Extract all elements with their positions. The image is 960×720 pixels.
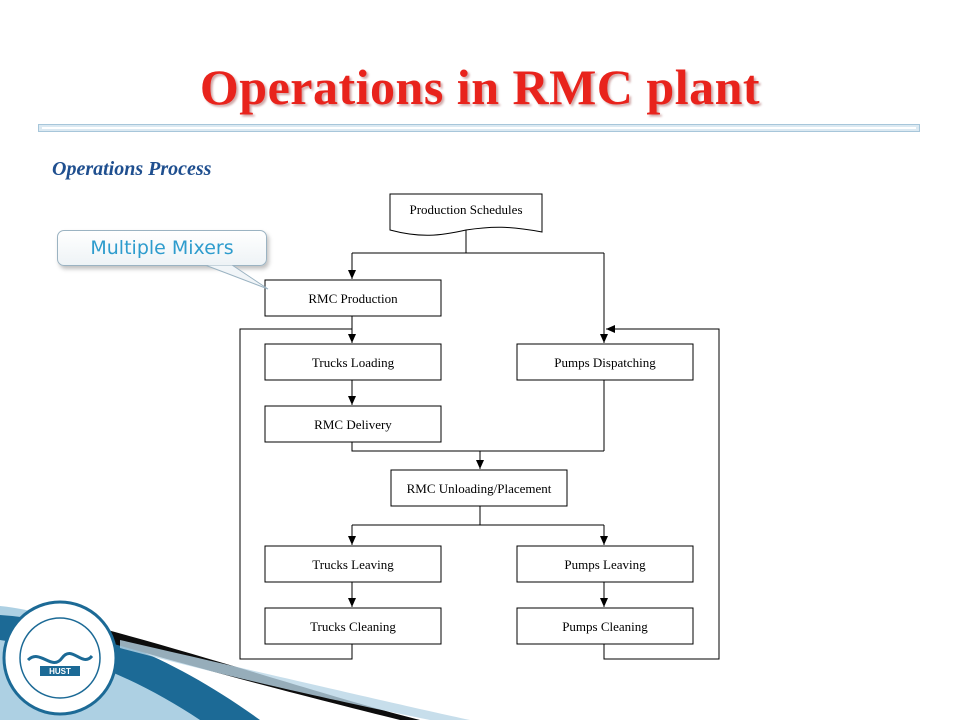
node-trucks-cleaning-label: Trucks Cleaning [310, 619, 396, 634]
node-pumps-cleaning-label: Pumps Cleaning [562, 619, 648, 634]
node-unloading-box [390, 469, 568, 507]
node-pumps-dispatching-box [516, 343, 694, 381]
node-pumps-leaving-box [516, 545, 694, 583]
node-schedules-label: Production Schedules [409, 202, 522, 217]
node-schedules-shape [389, 193, 543, 236]
svg-text:HUST: HUST [49, 667, 71, 676]
node-production-label: RMC Production [308, 291, 398, 306]
multiple-mixers-callout: Multiple Mixers [57, 230, 267, 266]
node-unloading-label: RMC Unloading/Placement [407, 481, 552, 496]
node-trucks-loading-label: Trucks Loading [312, 355, 395, 370]
node-pumps-leaving-label: Pumps Leaving [564, 557, 646, 572]
node-trucks-cleaning-box [264, 607, 442, 645]
university-logo: HUST [2, 600, 118, 716]
title-underline [38, 124, 920, 132]
node-pumps-dispatching-label: Pumps Dispatching [554, 355, 656, 370]
callout-text: Multiple Mixers [90, 237, 234, 259]
node-trucks-leaving-label: Trucks Leaving [312, 557, 394, 572]
connector-lines [239, 230, 720, 660]
node-pumps-cleaning-box [516, 607, 694, 645]
node-production-box [264, 279, 442, 317]
node-delivery-label: RMC Delivery [314, 417, 392, 432]
node-trucks-loading-box [264, 343, 442, 381]
slide-title: Operations in RMC plant [199, 59, 761, 115]
slide-subtitle: Operations Process [52, 158, 212, 180]
node-delivery-box [264, 405, 442, 443]
node-trucks-leaving-box [264, 545, 442, 583]
